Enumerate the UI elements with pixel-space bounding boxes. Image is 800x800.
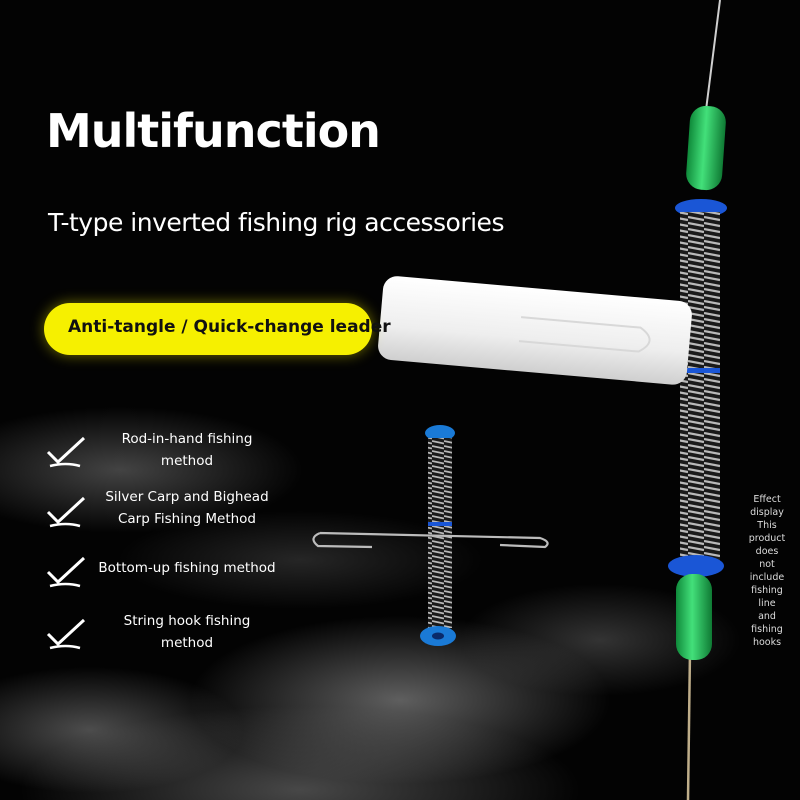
disclaimer-note: Effect display This product does not inc…	[748, 494, 786, 648]
headline: Multifunction	[46, 104, 381, 158]
feature-badge: Anti-tangle / Quick-change leader	[44, 303, 391, 355]
feature-badge-text: Anti-tangle / Quick-change leader	[68, 317, 391, 337]
method-item: Silver Carp and Bighead Carp Fishing Met…	[44, 488, 284, 540]
method-item: String hook fishing method	[44, 610, 284, 662]
fishing-line	[705, 0, 721, 111]
small-top-stopper	[425, 425, 455, 441]
method-label: Silver Carp and Bighead Carp Fishing Met…	[105, 489, 269, 527]
method-label: Bottom-up fishing method	[98, 560, 276, 576]
checkmark-icon	[46, 496, 86, 528]
upper-green-bead	[686, 105, 726, 191]
checkmark-icon	[46, 436, 86, 468]
method-label: Rod-in-hand fishing method	[121, 431, 253, 469]
spring-band	[680, 368, 720, 373]
method-label: String hook fishing method	[123, 613, 251, 651]
white-tube	[378, 276, 692, 385]
lower-blue-stopper	[668, 555, 724, 577]
small-wire-arm	[312, 531, 549, 549]
method-item: Rod-in-hand fishing method	[44, 428, 284, 480]
big-spring	[680, 212, 720, 564]
small-spring	[428, 438, 452, 628]
small-spring-band	[428, 522, 452, 526]
subheadline: T-type inverted fishing rig accessories	[48, 208, 504, 237]
lower-green-bead	[676, 574, 712, 660]
fishing-line-lower	[686, 649, 692, 800]
checkmark-icon	[46, 556, 86, 588]
method-item: Bottom-up fishing method	[44, 548, 284, 600]
checkmark-icon	[46, 618, 86, 650]
